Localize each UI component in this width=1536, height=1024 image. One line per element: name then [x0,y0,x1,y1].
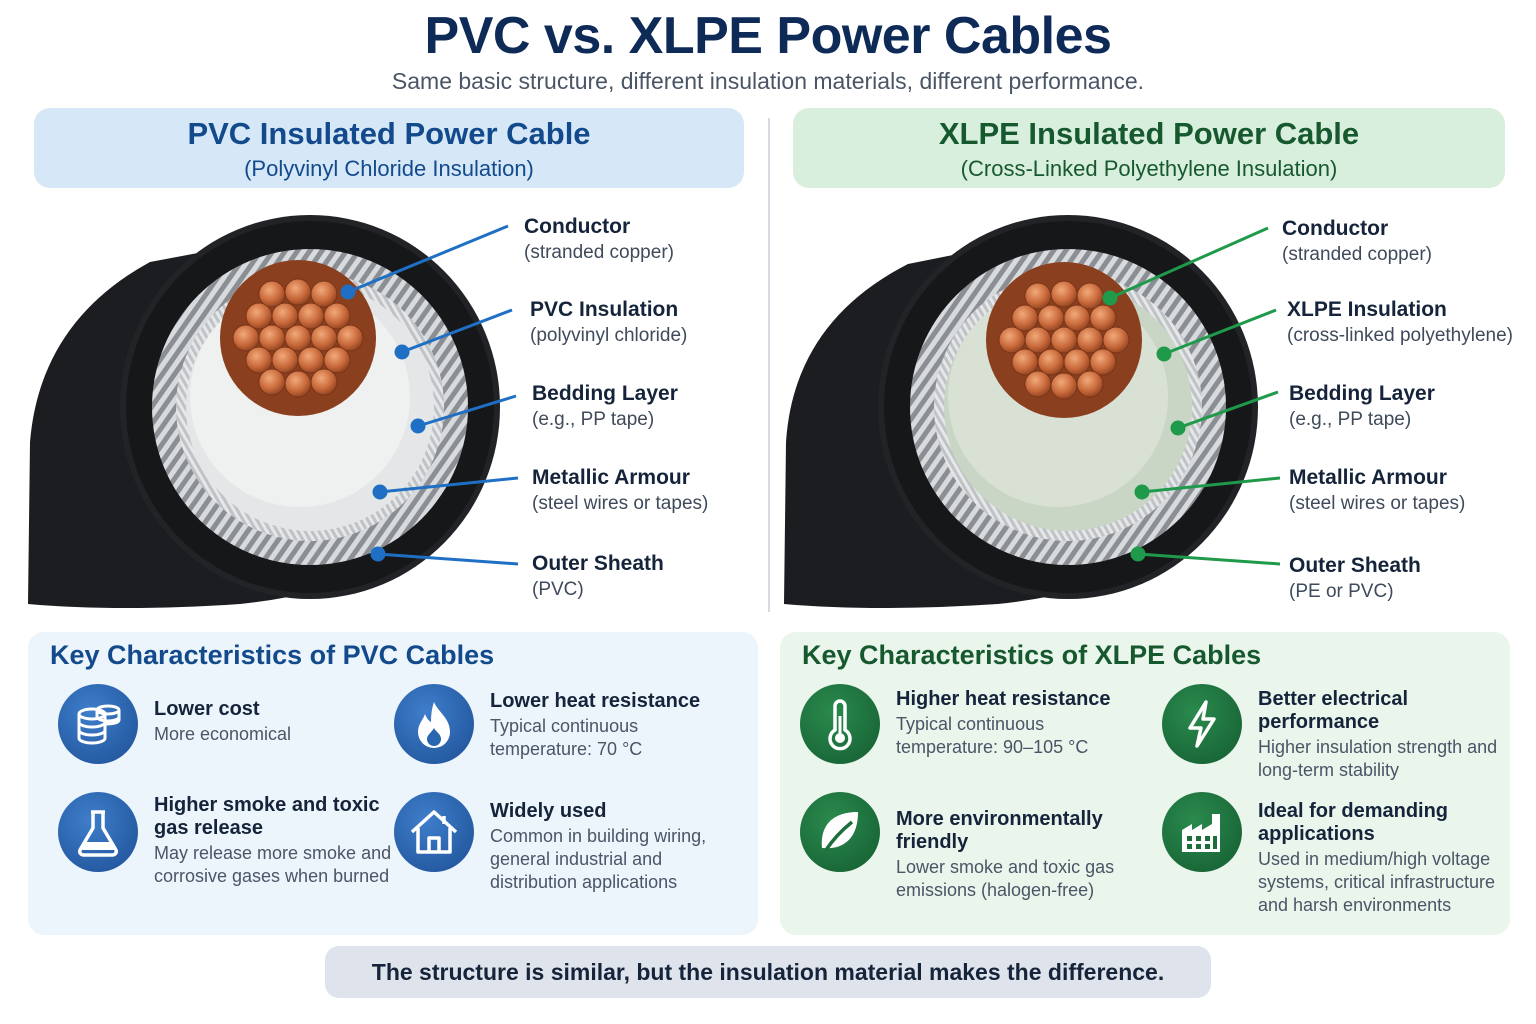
xlpe-label-sheath: Outer Sheath (PE or PVC) [1289,554,1421,602]
pvc-label-armour: Metallic Armour (steel wires or tapes) [532,466,709,514]
pvc-cable-diagram: Conductor (stranded copper) PVC Insulati… [0,192,768,624]
xlpe-label-bedding: Bedding Layer (e.g., PP tape) [1289,382,1435,430]
page-subtitle: Same basic structure, different insulati… [391,68,1145,94]
thermometer-icon [800,684,880,764]
xlpe-label-insulation: XLPE Insulation (cross-linked polyethyle… [1287,298,1513,346]
xlpe-cable-diagram: Conductor (stranded copper) XLPE Insulat… [768,192,1536,624]
center-divider [768,118,770,612]
xlpe-characteristics-panel: Key Characteristics of XLPE Cables Highe… [780,632,1510,935]
pvc-characteristics-panel: Key Characteristics of PVC Cables Lower … [28,632,758,935]
lightning-icon [1162,684,1242,764]
flame-icon [394,684,474,764]
xlpe-panel-header: XLPE Insulated Power Cable (Cross-Linked… [793,108,1505,188]
pvc-panel-header: PVC Insulated Power Cable (Polyvinyl Chl… [34,108,744,188]
pvc-label-bedding: Bedding Layer (e.g., PP tape) [532,382,678,430]
coins-icon [58,684,138,764]
flask-icon [58,792,138,872]
pvc-label-conductor: Conductor (stranded copper) [524,215,674,263]
pvc-subheading: (Polyvinyl Chloride Insulation) [244,156,534,181]
xlpe-heading: XLPE Insulated Power Cable [938,116,1360,151]
xlpe-subheading: (Cross-Linked Polyethylene Insulation) [960,156,1338,181]
xlpe-cable-illustration [784,215,1281,608]
xlpe-label-conductor: Conductor (stranded copper) [1282,217,1432,265]
factory-icon [1162,792,1242,872]
pvc-label-sheath: Outer Sheath (PVC) [532,552,664,600]
pvc-cable-illustration [28,215,519,608]
pvc-label-insulation: PVC Insulation (polyvinyl chloride) [530,298,688,346]
page-title: PVC vs. XLPE Power Cables [424,7,1112,65]
house-icon [394,792,474,872]
leaf-icon [800,792,880,872]
xlpe-characteristics-title: Key Characteristics of XLPE Cables [802,640,1262,670]
xlpe-label-armour: Metallic Armour (steel wires or tapes) [1289,466,1466,514]
footer-banner: The structure is similar, but the insula… [325,946,1211,998]
pvc-characteristics-title: Key Characteristics of PVC Cables [50,640,495,670]
pvc-heading: PVC Insulated Power Cable [187,116,591,151]
